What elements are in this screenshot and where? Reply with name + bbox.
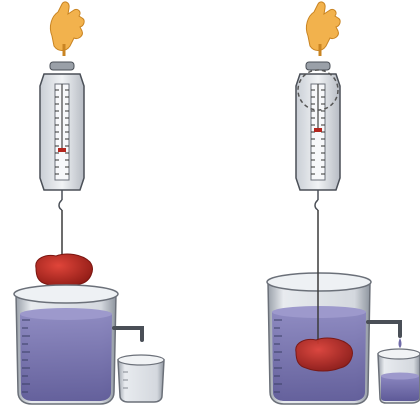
spring-scale-icon [40,62,84,210]
red-stone-icon [296,338,353,371]
catch-cup-icon [118,355,164,402]
left-panel [14,2,164,404]
spring-scale-icon [296,62,340,210]
right-panel [267,2,420,404]
hand-icon [50,2,84,56]
hand-icon [306,2,340,56]
red-stone-icon [36,254,93,287]
catch-cup-icon [378,349,420,403]
